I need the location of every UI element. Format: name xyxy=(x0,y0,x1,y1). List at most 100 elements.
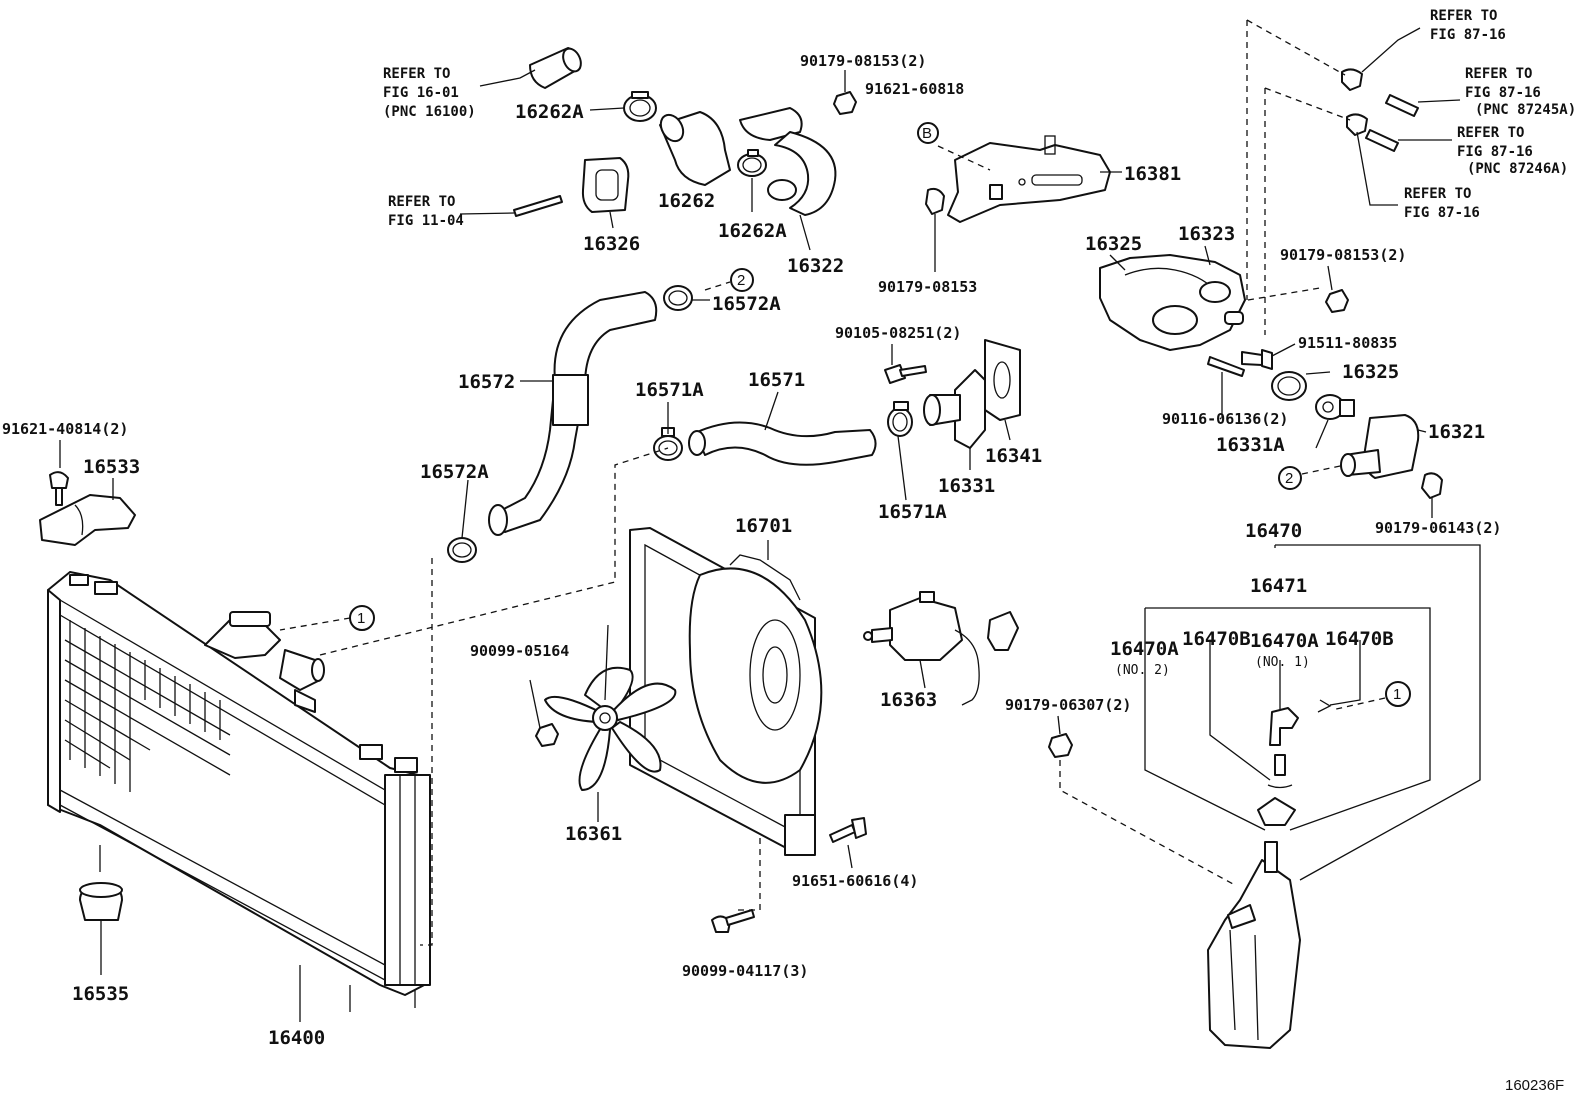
reservoir-16470-leaders xyxy=(1144,544,1481,881)
lower-radiator-hose-16571 xyxy=(688,421,877,466)
refer-fig-87-16-note-b: REFER TO FIG 87-16 (PNC 87245A) xyxy=(1465,66,1576,118)
nut-90179-06307 xyxy=(1048,733,1236,886)
label-16325: 16325 xyxy=(1342,361,1399,383)
callout-1-label: 1 xyxy=(1393,686,1401,703)
label-16331: 16331 xyxy=(938,475,995,497)
bolt-90099-04117 xyxy=(711,909,755,933)
water-inlet-16321 xyxy=(1340,414,1427,479)
label-16322: 16322 xyxy=(787,255,844,277)
refer-to-line: REFER TO xyxy=(388,194,455,210)
nut-90179-08153-right xyxy=(1325,289,1349,313)
fan-motor-16363 xyxy=(863,591,1019,706)
thermostat-ring-16325 xyxy=(1271,371,1331,401)
label-16325: 16325 xyxy=(1085,233,1142,255)
hose-16262 xyxy=(659,111,731,186)
label-16470A-no1-note: (NO. 1) xyxy=(1255,655,1310,670)
hose-clamp-16262A-top xyxy=(623,91,657,122)
nut-90179-08153-bracket xyxy=(925,187,945,272)
clamp-16571A-right xyxy=(887,401,913,501)
water-outlet-16322 xyxy=(739,107,837,216)
callout-1-label: 1 xyxy=(357,610,365,627)
nut-90099-05164 xyxy=(529,679,559,747)
callout-b-label: B xyxy=(922,125,932,142)
radiator-support-16533 xyxy=(39,478,136,546)
hose-clamp-16262A-mid xyxy=(737,149,767,177)
label-16470B: 16470B xyxy=(1182,628,1251,650)
callout-2-label: 2 xyxy=(1285,470,1293,487)
label-16470A-no1: 16470A xyxy=(1250,630,1319,652)
label-16400: 16400 xyxy=(268,1027,325,1049)
stud-bolt-refer-11-04 xyxy=(459,195,563,217)
callout-1-radiator: 1 xyxy=(279,605,375,631)
label-90105-08251-2: 90105-08251(2) xyxy=(835,324,961,342)
fan-shroud-16701 xyxy=(629,527,823,856)
label-90179-06143-2: 90179-06143(2) xyxy=(1375,519,1501,537)
radiator-fins xyxy=(64,620,231,792)
label-16321: 16321 xyxy=(1428,421,1485,443)
callout-2-top: 2 xyxy=(704,268,754,292)
water-outlet-housing-16323 xyxy=(1099,254,1321,351)
figure-code: 160236F xyxy=(1505,1077,1564,1094)
label-16571A: 16571A xyxy=(635,379,704,401)
part-labels: 16262A 16262 16262A 16326 16322 90179-08… xyxy=(2,52,1501,1049)
nut-90179-08153-top xyxy=(833,91,857,115)
refer-pnc-line: (PNC 16100) xyxy=(383,104,476,120)
label-16326: 16326 xyxy=(583,233,640,255)
bracket-16381 xyxy=(937,135,1122,223)
refer-pnc-line: (PNC 87246A) xyxy=(1467,161,1568,177)
nut-90179-06143 xyxy=(1421,472,1443,499)
label-16701: 16701 xyxy=(735,515,792,537)
label-16331A: 16331A xyxy=(1216,434,1285,456)
label-16262A: 16262A xyxy=(718,220,787,242)
bolt-90105-08251 xyxy=(884,364,927,384)
refer-to-line: REFER TO xyxy=(1404,186,1471,202)
callout-2-label: 2 xyxy=(737,272,745,289)
refer-fig-line: FIG 87-16 xyxy=(1465,85,1541,101)
label-16470A-no2-note: (NO. 2) xyxy=(1115,663,1170,678)
gasket-16341 xyxy=(984,339,1021,421)
label-16572A: 16572A xyxy=(420,461,489,483)
radiator-16400 xyxy=(47,571,431,1022)
label-91621-60818: 91621-60818 xyxy=(865,80,964,98)
callout-2-right: 2 xyxy=(1278,464,1346,490)
refer-pnc-line: (PNC 87245A) xyxy=(1475,102,1576,118)
refer-fig-87-16-note-a: REFER TO FIG 87-16 xyxy=(1430,8,1506,43)
label-90179-08153-2: 90179-08153(2) xyxy=(800,52,926,70)
label-16341: 16341 xyxy=(985,445,1042,467)
label-90099-05164: 90099-05164 xyxy=(470,642,569,660)
label-16470B: 16470B xyxy=(1325,628,1394,650)
label-90179-08153-2: 90179-08153(2) xyxy=(1280,246,1406,264)
label-16361: 16361 xyxy=(565,823,622,845)
refer-fig-line: FIG 87-16 xyxy=(1404,205,1480,221)
label-16571: 16571 xyxy=(748,369,805,391)
upper-pipe-stub xyxy=(479,47,582,89)
upper-radiator-hose-16572 xyxy=(488,291,658,536)
callout-b: B xyxy=(917,122,939,144)
bolt-91511-80835 xyxy=(1241,343,1296,370)
label-16471: 16471 xyxy=(1250,575,1307,597)
refer-fig-line: FIG 87-16 xyxy=(1430,27,1506,43)
label-90116-06136-2: 90116-06136(2) xyxy=(1162,410,1288,428)
refer-fig-line: FIG 16-01 xyxy=(383,85,459,101)
bypass-hoses xyxy=(1246,19,1461,335)
label-91621-40814-2: 91621-40814(2) xyxy=(2,420,128,438)
stud-90116-06136 xyxy=(1207,356,1245,418)
clamp-16572A-left xyxy=(447,479,477,563)
reservoir-tank-16470 xyxy=(1207,841,1301,1049)
label-91651-60616-4: 91651-60616(4) xyxy=(792,872,918,890)
water-inlet-16331 xyxy=(923,369,986,449)
label-16533: 16533 xyxy=(83,456,140,478)
label-16571A: 16571A xyxy=(878,501,947,523)
fan-16361 xyxy=(544,624,677,822)
refer-to-line: REFER TO xyxy=(383,66,450,82)
bolt-91651-60616 xyxy=(829,817,867,869)
refer-to-line: REFER TO xyxy=(1465,66,1532,82)
refer-fig-11-04-note: REFER TO FIG 11-04 xyxy=(388,194,464,229)
label-16323: 16323 xyxy=(1178,223,1235,245)
label-16262A: 16262A xyxy=(515,101,584,123)
refer-fig-87-16-note-c: REFER TO FIG 87-16 (PNC 87246A) xyxy=(1457,125,1568,177)
label-16572: 16572 xyxy=(458,371,515,393)
clamp-16572A-top xyxy=(663,285,710,311)
label-90179-06307-2: 90179-06307(2) xyxy=(1005,696,1131,714)
